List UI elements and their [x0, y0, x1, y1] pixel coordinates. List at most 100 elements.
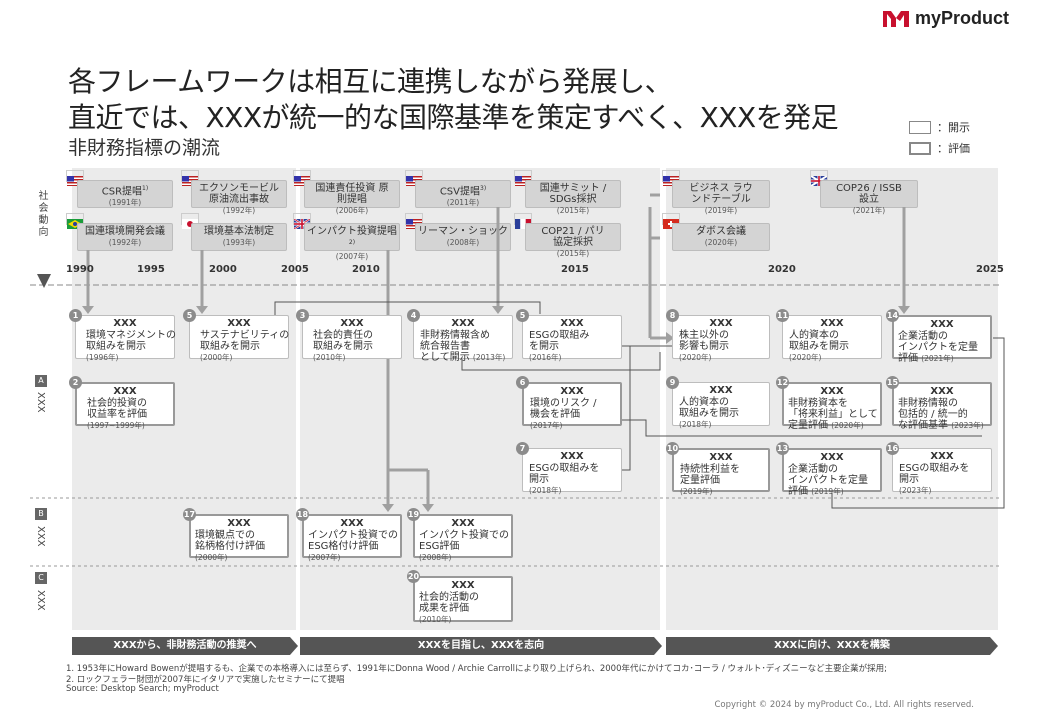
card-head: XXX: [560, 386, 584, 397]
card-text: 人的資本の取組みを開示(2018年): [679, 397, 739, 430]
card-line: ESGの取組みを: [529, 463, 600, 474]
card-text: 企業活動のインパクトを定量評価 (2019年): [788, 464, 868, 497]
card-13: XXX 企業活動のインパクトを定量評価 (2019年): [782, 448, 882, 497]
card-number: 6: [516, 376, 529, 389]
card-line: 非財務情報含め: [420, 330, 490, 341]
event-year: (1992年): [222, 206, 256, 215]
card-year: (2018年): [529, 486, 562, 495]
card-head: XXX: [113, 318, 137, 329]
year-label: 2020: [768, 264, 796, 275]
connector-arrowhead: [666, 332, 674, 344]
card-line: 持続性利益を: [680, 464, 740, 475]
footnote-1: 1. 1953年にHoward Bowenが提唱するも、企業での本格導入には至ら…: [66, 664, 888, 674]
legend-disclosure: ：開示: [909, 119, 970, 135]
card-head: XXX: [113, 386, 137, 397]
legend-evaluation-swatch: [909, 141, 931, 155]
card-line: 機会を評価: [530, 409, 580, 420]
card-head: XXX: [560, 318, 584, 329]
card-14: XXX 企業活動のインパクトを定量評価 (2021年): [892, 315, 992, 364]
card-line: インパクト投資での: [419, 530, 509, 541]
thin-connector: [831, 337, 1005, 509]
row-label-c: XXX: [35, 590, 46, 611]
card-line: ESG格付け評価: [308, 541, 379, 552]
card-line: 環境のリスク /: [530, 398, 597, 409]
card-12: XXX 非財務資本を「将来利益」として定量評価 (2020年): [782, 382, 882, 431]
card-text: 人的資本の取組みを開示(2020年): [789, 330, 849, 363]
event-year: (2006年): [335, 206, 369, 215]
card-line: インパクト投資での: [308, 530, 398, 541]
event-davos: ダボス会議(2020年): [672, 223, 770, 251]
card-year: (2019年): [680, 487, 713, 496]
card-head: XXX: [560, 451, 584, 462]
card-year: (2023年): [951, 421, 984, 430]
card-year: (1997~1999年): [87, 421, 145, 430]
card-number: 5: [183, 309, 196, 322]
card-number: 3: [296, 309, 309, 322]
card-line: サステナビリティの: [200, 330, 290, 341]
card-6: XXX 環境のリスク /機会を評価(2017年): [522, 382, 622, 430]
card-text: 持続性利益を定量評価(2019年): [680, 464, 740, 497]
card-line: 社会的活動の: [419, 592, 479, 603]
legend-evaluation: ：評価: [909, 140, 970, 156]
thin-connector: [630, 419, 982, 437]
flag-us-icon: [405, 170, 423, 186]
card-year: (2000年): [195, 553, 228, 562]
card-text: 企業活動のインパクトを定量評価 (2021年): [898, 331, 978, 364]
card-line: として開示: [420, 352, 470, 363]
event-year: (1992年): [108, 238, 142, 247]
card-20: XXX 社会的活動の成果を評価(2010年): [413, 576, 513, 624]
event-year: (2021年): [852, 206, 886, 215]
card-line: 評価: [788, 486, 808, 497]
card-line: 人的資本の: [679, 397, 729, 408]
card-text: 非財務情報の包括的 / 統一的な評価基準 (2023年): [898, 398, 984, 431]
flag-us-icon: [293, 170, 311, 186]
connector-arrowhead: [898, 306, 910, 314]
event-year: (2020年): [704, 238, 738, 247]
card-number: 20: [407, 570, 420, 583]
event-label: ダボス会議: [696, 226, 746, 237]
card-line: ESGの取組み: [529, 330, 590, 341]
card-number: 11: [776, 309, 789, 322]
card-text: 非財務資本を「将来利益」として定量評価 (2020年): [788, 398, 878, 431]
card-15: XXX 非財務情報の包括的 / 統一的な評価基準 (2023年): [892, 382, 992, 431]
card-number: 14: [886, 309, 899, 322]
event-csv: CSV提唱3)(2011年): [415, 180, 511, 208]
event-business-roundtable: ビジネス ラウンドテーブル(2019年): [672, 180, 770, 215]
year-label: 1990: [66, 264, 94, 275]
thin-connector: [622, 345, 631, 421]
card-line: 企業活動の: [898, 331, 948, 342]
copyright: Copyright © 2024 by myProduct Co., Ltd. …: [714, 700, 974, 710]
card-year: (2018年): [679, 420, 712, 429]
card-number: 15: [886, 376, 899, 389]
card-year: (2023年): [899, 486, 932, 495]
card-text: ESGの取組みを開示(2016年): [529, 330, 589, 363]
card-number: 19: [407, 508, 420, 521]
flag-us-icon: [181, 170, 199, 186]
card-line: 「将来利益」として: [788, 409, 878, 420]
card-line: ESG評価: [419, 541, 460, 552]
row-badge-a: A: [35, 375, 47, 387]
year-label: 2000: [209, 264, 237, 275]
legend-evaluation-label: ：評価: [937, 142, 970, 155]
year-label: 2015: [561, 264, 589, 275]
card-line: な評価基準: [898, 420, 948, 431]
card-line: 株主以外の: [679, 330, 729, 341]
card-number: 16: [886, 442, 899, 455]
card-head: XXX: [820, 386, 844, 397]
card-line: 開示: [529, 474, 549, 485]
card-text: 環境のリスク /機会を評価(2017年): [530, 398, 597, 431]
thin-connector: [461, 352, 661, 371]
card-year: (2013年): [472, 353, 506, 362]
card-line: 開示: [899, 474, 919, 485]
card-line: 評価: [898, 353, 918, 364]
card-head: XXX: [340, 318, 364, 329]
card-head: XXX: [227, 518, 251, 529]
event-label: COP26 / ISSB設立: [836, 183, 902, 205]
event-cop26: COP26 / ISSB設立(2021年): [820, 180, 918, 215]
card-year: (2020年): [831, 421, 864, 430]
event-label: 国連責任投資 原則提唱: [315, 183, 389, 205]
card-line: 企業活動の: [788, 464, 838, 475]
